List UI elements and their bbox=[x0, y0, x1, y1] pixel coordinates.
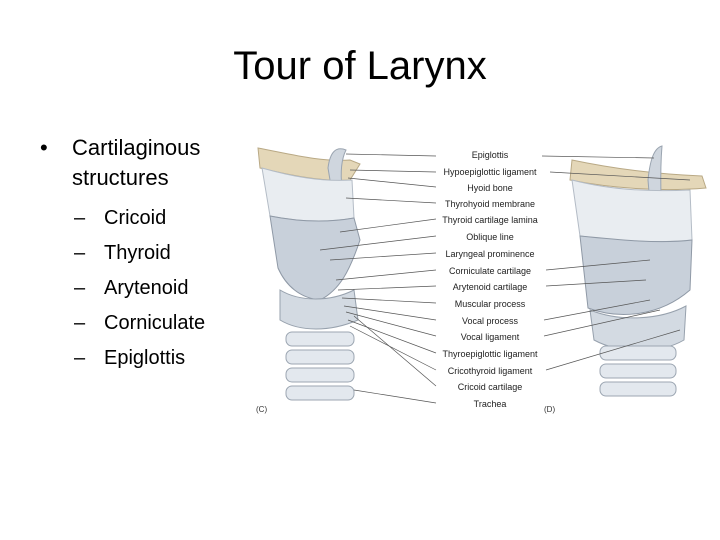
subitem: –Cricoid bbox=[72, 201, 255, 236]
larynx-figure: Epiglottis Hypoepiglottic ligament Hyoid… bbox=[250, 140, 715, 425]
figure-label: Trachea bbox=[474, 399, 507, 409]
subitem-text: Thyroid bbox=[104, 242, 171, 264]
figure-label: Cricothyroid ligament bbox=[448, 366, 533, 376]
figure-label: Cricoid cartilage bbox=[458, 382, 523, 392]
panel-label-left: (C) bbox=[256, 405, 267, 414]
bullet-text: Cartilaginous structures bbox=[72, 135, 200, 190]
dash-icon: – bbox=[74, 271, 85, 306]
subitem: –Thyroid bbox=[72, 236, 255, 271]
subitem: –Arytenoid bbox=[72, 271, 255, 306]
bullet-list: • Cartilaginous structures –Cricoid –Thy… bbox=[40, 133, 255, 376]
dash-icon: – bbox=[74, 201, 85, 236]
figure-label: Corniculate cartilage bbox=[449, 266, 531, 276]
bullet-item: • Cartilaginous structures bbox=[40, 133, 255, 193]
larynx-illustration: Epiglottis Hypoepiglottic ligament Hyoid… bbox=[250, 140, 715, 425]
subitem-text: Arytenoid bbox=[104, 277, 189, 299]
figure-label: Vocal process bbox=[462, 316, 519, 326]
subitem: –Epiglottis bbox=[72, 341, 255, 376]
larynx-right-view bbox=[570, 146, 706, 396]
figure-label: Thyroid cartilage lamina bbox=[442, 215, 538, 225]
figure-label: Laryngeal prominence bbox=[445, 249, 534, 259]
subitem-list: –Cricoid –Thyroid –Arytenoid –Corniculat… bbox=[40, 201, 255, 376]
dash-icon: – bbox=[74, 341, 85, 376]
slide-title: Tour of Larynx bbox=[0, 44, 720, 89]
figure-label: Oblique line bbox=[466, 232, 514, 242]
figure-label: Muscular process bbox=[455, 299, 526, 309]
panel-label-right: (D) bbox=[544, 405, 555, 414]
larynx-left-view bbox=[258, 148, 360, 400]
dash-icon: – bbox=[74, 306, 85, 341]
figure-label: Hyoid bone bbox=[467, 183, 513, 193]
subitem-text: Corniculate bbox=[104, 312, 205, 334]
figure-label: Hypoepiglottic ligament bbox=[443, 167, 537, 177]
figure-label: Epiglottis bbox=[472, 150, 509, 160]
subitem-text: Cricoid bbox=[104, 207, 166, 229]
subitem-text: Epiglottis bbox=[104, 347, 185, 369]
figure-label: Thyroepiglottic ligament bbox=[442, 349, 538, 359]
figure-label: Vocal ligament bbox=[461, 332, 520, 342]
figure-label: Thyrohyoid membrane bbox=[445, 199, 535, 209]
subitem: –Corniculate bbox=[72, 306, 255, 341]
bullet-dot-icon: • bbox=[40, 133, 48, 163]
dash-icon: – bbox=[74, 236, 85, 271]
figure-label: Arytenoid cartilage bbox=[453, 282, 528, 292]
